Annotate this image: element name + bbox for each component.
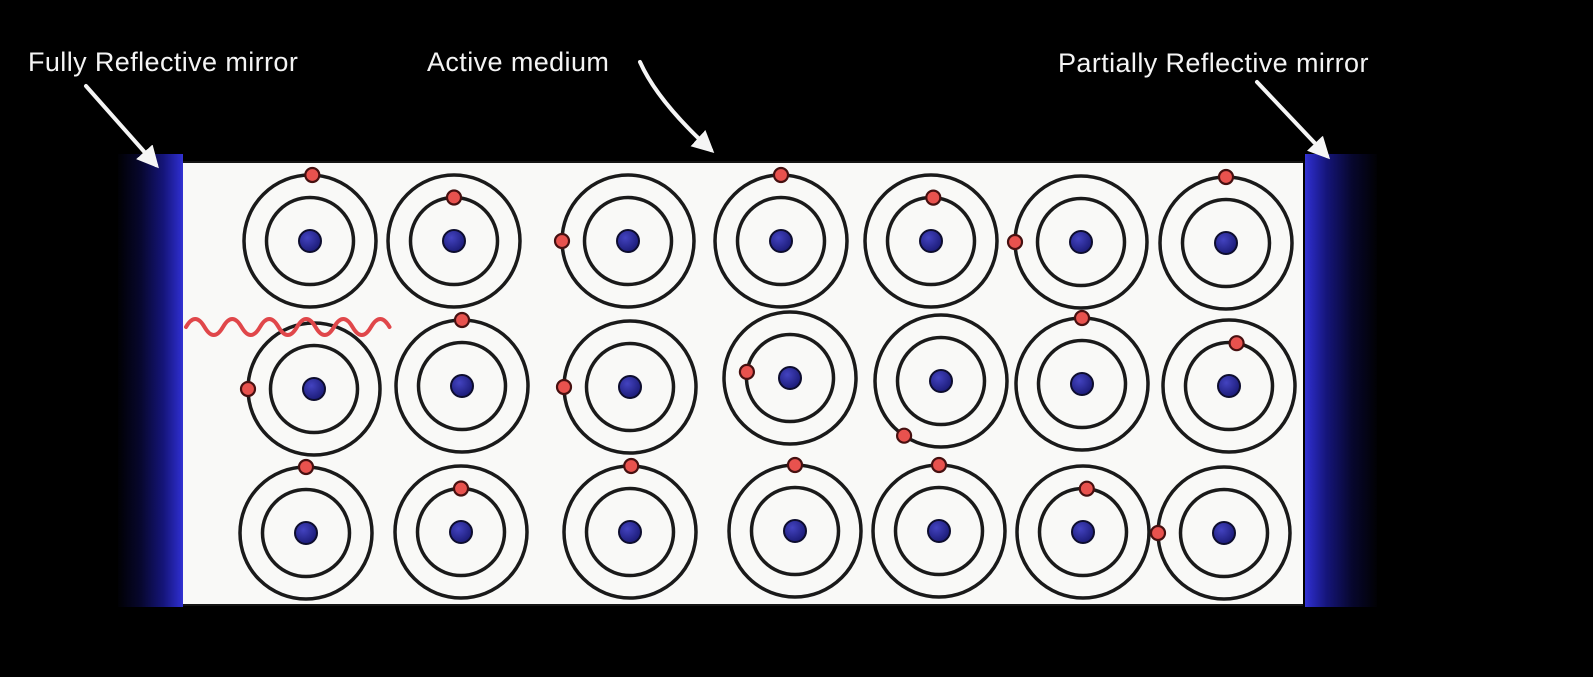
label-fully-reflective-mirror: Fully Reflective mirror bbox=[28, 47, 299, 77]
electron bbox=[297, 458, 315, 476]
nucleus bbox=[616, 229, 640, 253]
nucleus bbox=[442, 229, 466, 253]
orbit-inner bbox=[735, 195, 827, 287]
electron bbox=[1078, 480, 1095, 497]
atom bbox=[873, 313, 1009, 449]
nucleus bbox=[1069, 230, 1093, 254]
atom bbox=[1161, 318, 1297, 454]
nucleus bbox=[927, 519, 951, 543]
electron bbox=[445, 189, 463, 206]
orbit-outer bbox=[386, 173, 522, 309]
nucleus bbox=[618, 375, 642, 399]
orbit-inner bbox=[895, 335, 987, 427]
atom bbox=[393, 464, 529, 600]
electron bbox=[239, 380, 257, 398]
atom bbox=[1014, 309, 1150, 452]
electron bbox=[786, 456, 804, 474]
nucleus bbox=[298, 229, 322, 253]
electron bbox=[453, 311, 471, 329]
orbit-outer bbox=[1015, 464, 1151, 600]
electron bbox=[1149, 524, 1167, 542]
electron bbox=[930, 456, 948, 474]
electron bbox=[553, 232, 571, 250]
nucleus bbox=[450, 374, 474, 398]
atom bbox=[553, 173, 696, 309]
electron bbox=[1217, 168, 1235, 186]
atom bbox=[727, 456, 863, 599]
nucleus bbox=[1071, 520, 1095, 544]
orbit-inner bbox=[268, 343, 360, 435]
nucleus bbox=[919, 229, 943, 253]
electron bbox=[738, 363, 756, 380]
orbit-outer bbox=[393, 464, 529, 600]
orbit-outer bbox=[1161, 318, 1297, 454]
atom bbox=[238, 458, 374, 601]
nucleus bbox=[1217, 374, 1241, 398]
fully-reflective-arrow bbox=[84, 84, 159, 169]
orbit-outer bbox=[873, 313, 1009, 449]
orbit-inner bbox=[749, 485, 841, 577]
active-medium-arrow bbox=[638, 60, 715, 153]
nucleus bbox=[769, 229, 793, 253]
orbit-inner bbox=[416, 340, 508, 432]
electron bbox=[1228, 335, 1245, 352]
atom bbox=[863, 173, 999, 309]
fully-reflective-mirror bbox=[118, 154, 183, 607]
orbit-outer bbox=[863, 173, 999, 309]
atom bbox=[242, 166, 378, 309]
orbit-inner bbox=[584, 486, 676, 578]
nucleus bbox=[618, 520, 642, 544]
nucleus bbox=[302, 377, 326, 401]
orbit-inner bbox=[1036, 338, 1128, 430]
atom bbox=[1015, 464, 1151, 600]
electron bbox=[772, 166, 790, 184]
orbit-inner bbox=[260, 487, 352, 579]
atom bbox=[1158, 168, 1294, 311]
orbit-inner bbox=[582, 195, 674, 287]
atom bbox=[1149, 465, 1292, 601]
photon-wave bbox=[184, 317, 392, 337]
electron bbox=[1006, 233, 1024, 251]
nucleus bbox=[1070, 372, 1094, 396]
atom bbox=[871, 456, 1007, 599]
orbit-outer bbox=[722, 310, 858, 446]
label-active-medium: Active medium bbox=[427, 47, 610, 77]
electron bbox=[452, 480, 470, 497]
orbit-inner bbox=[1035, 196, 1127, 288]
atom bbox=[555, 319, 698, 455]
atom bbox=[386, 173, 522, 309]
electron bbox=[925, 189, 942, 206]
atom bbox=[394, 311, 530, 454]
electron bbox=[304, 166, 321, 184]
orbit-inner bbox=[893, 485, 985, 577]
orbit-inner bbox=[1180, 197, 1272, 289]
electron bbox=[623, 457, 640, 475]
atom bbox=[722, 310, 858, 446]
atom bbox=[562, 457, 698, 600]
partially-reflective-mirror bbox=[1305, 154, 1377, 607]
nucleus bbox=[294, 521, 318, 545]
orbit-inner bbox=[264, 195, 356, 287]
nucleus bbox=[778, 366, 802, 390]
nucleus bbox=[449, 520, 473, 544]
label-partially-reflective-mirror: Partially Reflective mirror bbox=[1058, 48, 1369, 78]
electron bbox=[895, 427, 913, 444]
nucleus bbox=[783, 519, 807, 543]
partially-reflective-arrow bbox=[1255, 80, 1331, 160]
atom bbox=[713, 166, 849, 309]
atom bbox=[239, 321, 382, 457]
nucleus bbox=[929, 369, 953, 393]
nucleus bbox=[1212, 521, 1236, 545]
active-medium-region bbox=[183, 161, 1303, 606]
electron bbox=[1073, 309, 1091, 327]
electron bbox=[555, 378, 573, 396]
atom bbox=[1006, 174, 1149, 310]
orbit-inner bbox=[1178, 487, 1270, 579]
nucleus bbox=[1214, 231, 1238, 255]
orbit-inner bbox=[584, 341, 676, 433]
